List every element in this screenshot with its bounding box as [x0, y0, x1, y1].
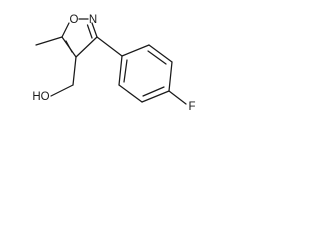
bond-c5-o1: [61, 22, 70, 38]
bond-c4-c5-double: [65, 40, 73, 53]
bond-ph2-ph3: [148, 44, 173, 63]
bond-ph1-ph2: [121, 44, 150, 57]
bond-ph3-ph4: [168, 61, 173, 92]
bond-methyl: [35, 36, 63, 46]
bond-ph4-ph5: [141, 90, 170, 103]
bond-n2-c3-double: [86, 24, 93, 39]
bond-ph5-ph6: [118, 84, 143, 103]
bond-n2-c3: [91, 22, 98, 38]
bond-c-f: [168, 90, 187, 105]
bond-c3-phenyl: [96, 36, 123, 57]
bond-c3-c4: [75, 36, 98, 58]
bond-ph4-ph5-inner: [142, 86, 165, 97]
phenyl-ring: [118, 44, 173, 103]
bond-ph6-ph1: [118, 55, 123, 86]
atom-label-oxygen: O: [70, 14, 79, 26]
bond-ph2-ph3-inner: [147, 50, 167, 65]
bond-ph6-ph1-inner: [123, 59, 128, 83]
atom-label-fluorine: F: [188, 101, 195, 113]
atom-label-hydroxyl: HO: [32, 91, 49, 103]
isoxazole-ring: [61, 18, 98, 58]
bond-ch2-oh: [50, 84, 74, 97]
hydroxymethyl-group: [50, 56, 77, 97]
atom-label-nitrogen: N: [89, 14, 97, 26]
chemical-structure-diagram: O N HO F: [32, 14, 195, 113]
bond-c4-ch2: [72, 56, 77, 86]
